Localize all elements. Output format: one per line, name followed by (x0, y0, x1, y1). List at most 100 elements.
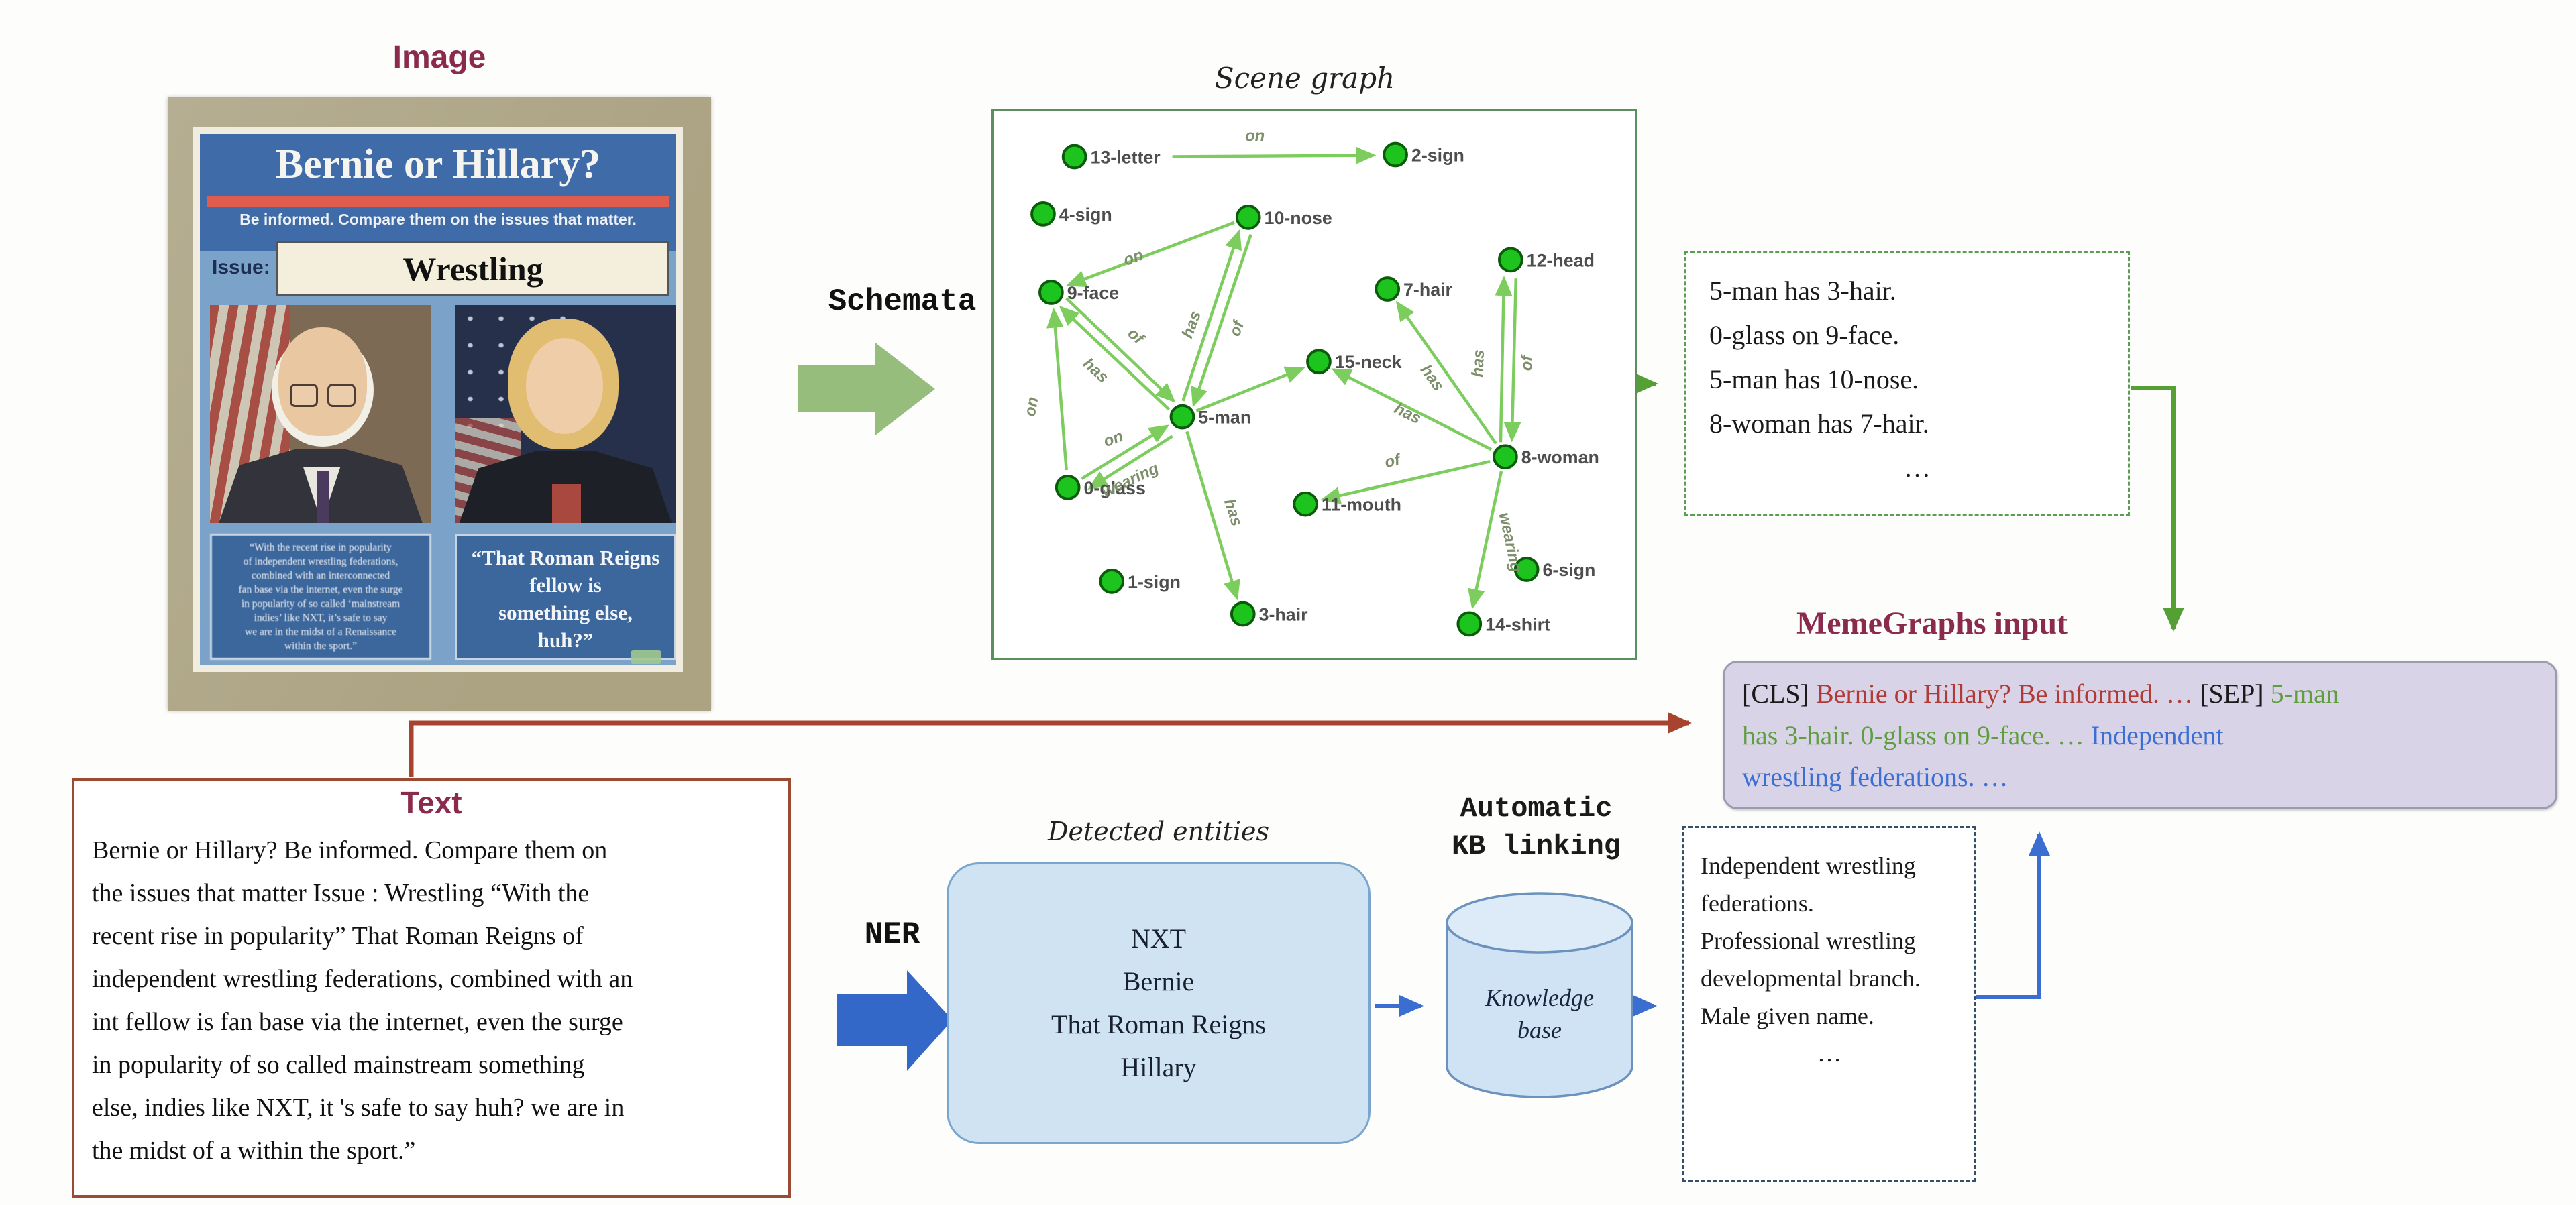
scene-edge-of (1320, 459, 1491, 504)
arrow-text-to-memegraphs (409, 712, 1692, 777)
scene-edge-on (1065, 221, 1235, 288)
edge-label-on: on (1021, 396, 1042, 418)
scene-node-5-man (1169, 404, 1195, 430)
scene-edge-wearing (1467, 471, 1503, 610)
edge-label-of: of (1226, 317, 1248, 339)
scene-node-11-mouth (1293, 491, 1318, 517)
memegraphs-input-box: [CLS] Bernie or Hillary? Be informed. … … (1723, 661, 2557, 809)
scene-node-2-sign (1383, 141, 1408, 168)
memegraphs-input-line: has 3-hair. 0-glass on 9-face. … Indepen… (1742, 715, 2538, 756)
text-line: of independent wrestling federations, (243, 556, 398, 567)
scene-edge-wearing (1087, 435, 1173, 490)
text-line: Hillary (1120, 1052, 1197, 1082)
token-segment-red: Bernie or Hillary? Be informed. … (1816, 679, 2200, 709)
scene-node-label: 2-sign (1411, 145, 1464, 165)
text-line: else, indies like NXT, it 's safe to say… (92, 1094, 625, 1122)
text-box: Text Bernie or Hillary? Be informed. Com… (72, 778, 791, 1198)
text-line: within the sport.” (284, 640, 358, 652)
scene-node-label: 4-sign (1059, 205, 1112, 225)
token-segment-blue: Independent (2090, 720, 2224, 750)
scene-node-13-letter (1061, 144, 1087, 170)
meme-tagline: Be informed. Compare them on the issues … (239, 211, 637, 228)
scene-node-label: 9-face (1067, 283, 1119, 303)
text-line: the issues that matter Issue : Wrestling… (92, 879, 590, 907)
scene-node-8-woman (1493, 444, 1518, 470)
scene-edge-of (1065, 297, 1176, 403)
token-segment-green: has 3-hair. 0-glass on 9-face. … (1742, 720, 2091, 750)
memegraphs-input-line: [CLS] Bernie or Hillary? Be informed. … … (1742, 673, 2538, 715)
scene-edge-on (1046, 307, 1068, 471)
text-line: the midst of a within the sport.” (92, 1137, 416, 1165)
text-line: That Roman Reigns (1051, 1009, 1266, 1039)
token-segment-black: [SEP] (2200, 679, 2271, 709)
text-line: 5-man has 3-hair. (1709, 276, 1896, 306)
text-line: Male given name. (1701, 1002, 1874, 1029)
meme-poster: Bernie or Hillary? Be informed. Compare … (193, 127, 683, 672)
scene-node-9-face (1038, 280, 1064, 305)
scene-node-label: 11-mouth (1322, 495, 1401, 515)
edge-label-has: has (1391, 400, 1424, 428)
schemata-output-box: 5-man has 3-hair.0-glass on 9-face.5-man… (1684, 251, 2130, 516)
text-line: 8-woman has 7-hair. (1709, 408, 1929, 439)
text-line: combined with an interconnected (251, 570, 390, 581)
scene-edge-has (1395, 300, 1497, 445)
token-segment-black: [CLS] (1742, 679, 1816, 709)
scene-node-15-neck (1306, 349, 1332, 375)
scene-node-1-sign (1099, 568, 1125, 594)
bernie-tie (317, 471, 329, 523)
scene-node-label: 5-man (1198, 408, 1251, 428)
text-line: in popularity of so called mainstream so… (92, 1051, 585, 1079)
edge-label-has: has (1079, 355, 1112, 387)
hillary-blouse (552, 483, 582, 523)
kb-output-box: Independent wrestling federations. Profes… (1682, 826, 1976, 1182)
scene-edge-has (1059, 306, 1171, 411)
text-line: KB linking (1451, 830, 1621, 862)
text-line: something else, (498, 601, 633, 624)
edge-label-of: of (1124, 324, 1148, 348)
ner-block-arrow (837, 970, 953, 1071)
bernie-photo (210, 305, 431, 523)
text-line: recent rise in popularity” That Roman Re… (92, 922, 584, 950)
scene-node-6-sign (1513, 557, 1540, 582)
detected-entities-title: Detected entities (1048, 817, 1269, 846)
text-line: NXT (1130, 923, 1187, 954)
memegraphs-input-heading: MemeGraphs input (1796, 606, 2068, 641)
edge-label-has: has (1220, 497, 1246, 528)
text-line: Professional wrestling developmental bra… (1701, 927, 1921, 992)
scene-node-12-head (1497, 247, 1523, 273)
scene-node-label: 14-shirt (1485, 614, 1550, 634)
scene-node-3-hair (1230, 601, 1256, 627)
scene-node-label: 0-glass (1084, 478, 1146, 498)
edge-label-wearing: wearing (1495, 511, 1525, 574)
text-line: 5-man has 10-nose. (1709, 364, 1919, 394)
scene-edge-has (1331, 368, 1493, 451)
text-line: … (1817, 1040, 1844, 1067)
text-line: … (1904, 453, 1933, 483)
schemata-label: Schemata (828, 284, 977, 319)
schemata-block-arrow (798, 343, 935, 435)
token-segment-green: 5-man (2270, 679, 2339, 709)
scene-node-label: 15-neck (1335, 352, 1402, 372)
hillary-photo (455, 305, 676, 523)
scene-node-label: 3-hair (1259, 604, 1309, 624)
scene-node-4-sign (1030, 201, 1056, 227)
arrow-kb-output-to-memegraphs (1975, 831, 2050, 999)
knowledge-base-cylinder: Knowledge base (1446, 892, 1633, 1098)
scene-node-7-hair (1375, 276, 1401, 302)
scene-node-label: 8-woman (1521, 447, 1599, 467)
token-segment-blue: wrestling federations. … (1742, 762, 2008, 792)
edge-label-of: of (1517, 354, 1536, 371)
scene-edge-has (1181, 229, 1242, 402)
edge-label-has: has (1179, 308, 1205, 341)
scene-edge-on (1081, 424, 1169, 480)
text-line: in popularity of so called ‘mainstream (241, 598, 400, 610)
text-line: “With the recent rise in popularity (250, 542, 392, 553)
text-line: Independent wrestling federations. (1701, 852, 1916, 917)
meme-red-bar (207, 196, 669, 207)
scene-node-label: 7-hair (1403, 280, 1453, 300)
arrow-schemata-output-to-memegraphs (2131, 386, 2184, 632)
